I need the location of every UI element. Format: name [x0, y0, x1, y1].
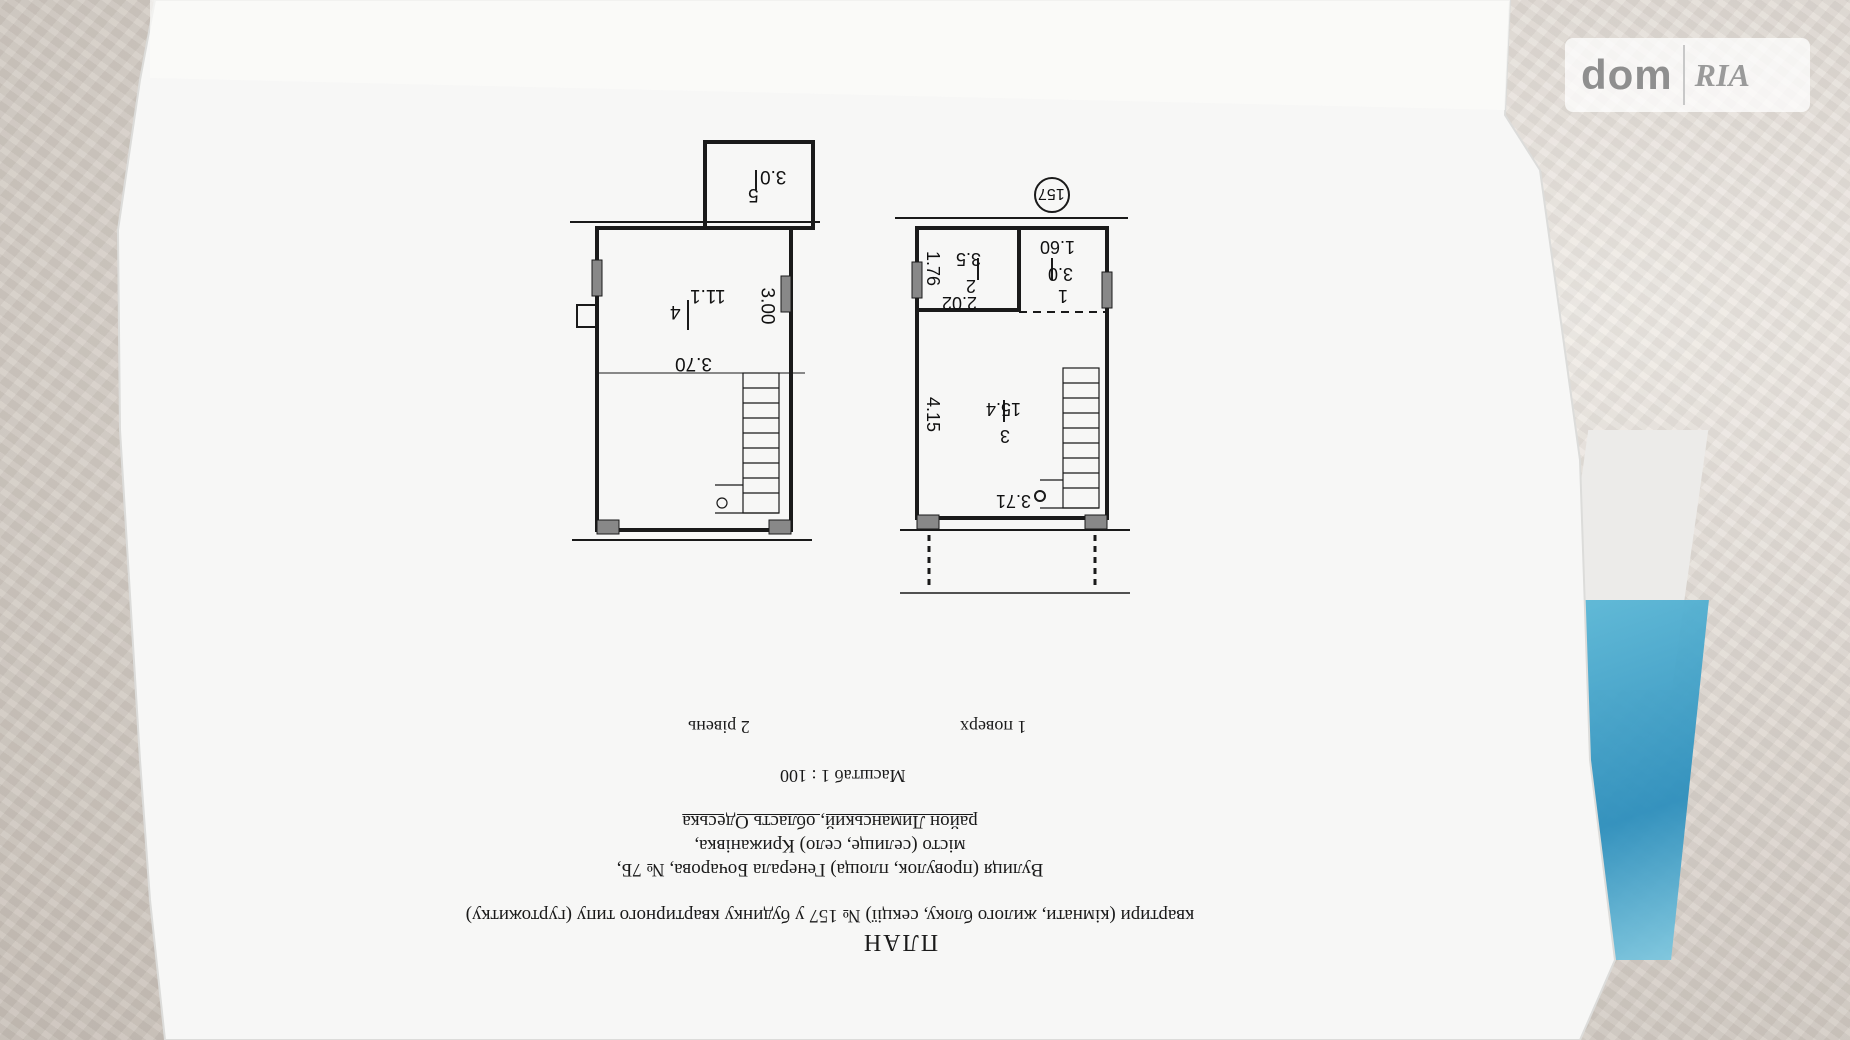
floor2-dim-370: 3.70 — [675, 353, 712, 374]
dim-202: 2.02 — [942, 293, 978, 313]
watermark-ria: RIA — [1694, 56, 1750, 93]
room1-number: 1 — [1058, 286, 1069, 306]
domria-watermark: dom RIA — [1565, 38, 1810, 112]
floor2-caption: 2 рівень — [688, 717, 750, 737]
floor1-hatches — [911, 261, 1113, 530]
room4-area: 11.1 — [690, 285, 726, 306]
apartment-number-circle — [1034, 177, 1070, 213]
floor2-hatches — [591, 259, 792, 535]
dim-415: 4.15 — [923, 396, 944, 433]
document-title: ПЛАН — [861, 929, 939, 955]
room3-area: 15.4 — [986, 399, 1022, 419]
room1-area: 3.0 — [1048, 264, 1074, 284]
scale-caption: Масштаб 1 : 100 — [780, 766, 906, 786]
dim-371: 3.71 — [996, 491, 1032, 511]
address-region-text: район Лиманський, область Одеська — [682, 811, 978, 832]
room4-number: 4 — [670, 301, 681, 322]
floor1-stairs — [1034, 367, 1100, 509]
floor2-stairs — [715, 372, 780, 514]
dim-160: 1.60 — [1040, 237, 1076, 257]
floor2-dim-300: 3.00 — [756, 287, 778, 325]
address-street: Вулиця (провулок, площа) Генерала Бочаро… — [616, 859, 1044, 880]
address-region: район Лиманський, область Одеська — [330, 810, 1330, 832]
floor1-plan — [895, 217, 1130, 594]
room3-number: 3 — [1000, 426, 1011, 446]
room2-area: 3.5 — [956, 249, 982, 269]
dim-176: 1.76 — [923, 250, 944, 287]
room5-area: 3.0 — [760, 166, 787, 187]
address-city: місто (селище, село) Крижанівка, — [694, 835, 966, 856]
document-subtitle: квартири (кімнати, жилого блоку, секції)… — [465, 905, 1195, 926]
room5-number: 5 — [748, 184, 759, 205]
apartment-number: 157 — [1038, 185, 1065, 202]
watermark-dom: dom — [1581, 51, 1673, 98]
fraction-lines — [687, 170, 1053, 422]
floor1-caption: 1 поверх — [960, 717, 1027, 737]
watermark-separator — [1682, 45, 1685, 105]
